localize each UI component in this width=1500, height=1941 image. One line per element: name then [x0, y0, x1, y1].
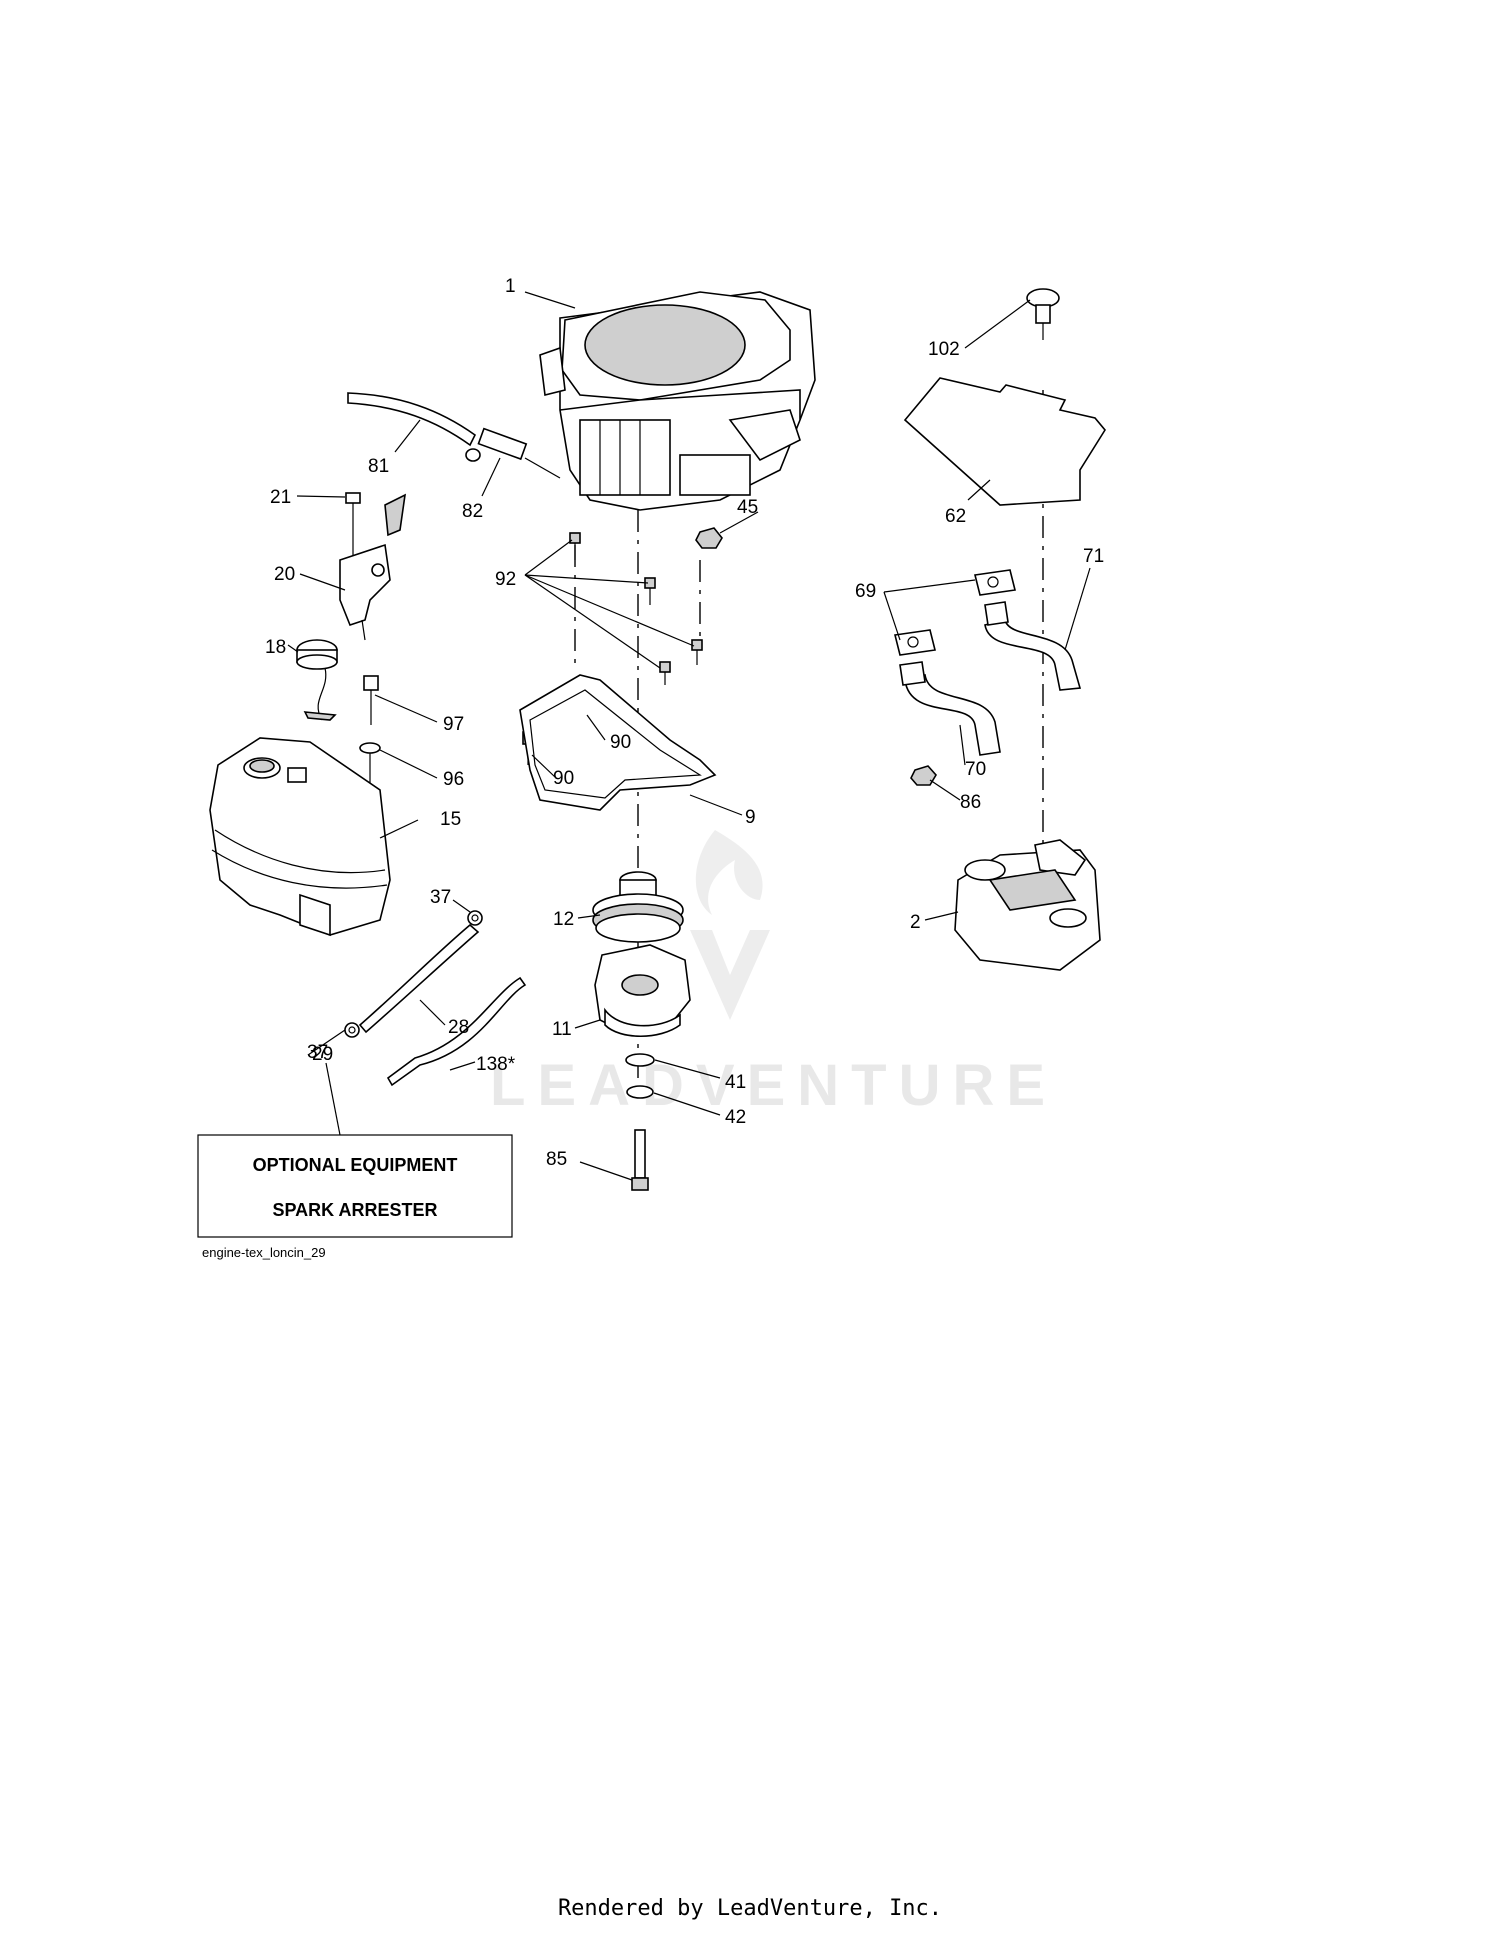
washer-41-part [625, 1053, 655, 1067]
figure-id: engine-tex_loncin_29 [202, 1245, 326, 1260]
callout-96: 96 [443, 769, 464, 790]
screw-21-part [345, 492, 361, 560]
bracket-frame-part [519, 674, 717, 811]
callout-69: 69 [855, 581, 876, 602]
engine-part [539, 291, 816, 511]
clutch-part [594, 944, 691, 1038]
callout-41: 41 [725, 1072, 746, 1093]
nut-45-part [695, 527, 723, 549]
optional-box-line1: OPTIONAL EQUIPMENT [253, 1155, 458, 1175]
bolt-85-part [631, 1129, 649, 1191]
nut-86-part [910, 765, 937, 786]
callout-15: 15 [440, 809, 461, 830]
optional-equipment-box: OPTIONAL EQUIPMENT SPARK ARRESTER [197, 1134, 513, 1238]
callout-2: 2 [910, 912, 921, 933]
callouts: 1 102 81 82 21 20 45 92 62 69 71 18 97 9… [265, 276, 1104, 1170]
watermark-text: LEADVENTURE [490, 1053, 1057, 1118]
pulley-part [592, 871, 684, 943]
exhaust-pipe-70-part [899, 661, 1001, 756]
exhaust-pipe-71-part [984, 601, 1082, 691]
callout-45: 45 [737, 497, 758, 518]
leader-lines [287, 291, 1091, 1181]
callout-20: 20 [274, 564, 295, 585]
callout-70: 70 [965, 759, 986, 780]
screw-97-part [363, 675, 379, 725]
fuel-filter-part [465, 427, 561, 479]
heat-shield-part [903, 377, 1106, 506]
fuel-line-28-part [358, 923, 480, 1034]
washer-42-part [626, 1085, 654, 1099]
line-138-part [386, 976, 527, 1087]
callout-97: 97 [443, 714, 464, 735]
watermark: LEADVENTURE [490, 830, 1057, 1118]
callout-9: 9 [745, 807, 756, 828]
clamp-37a-part [467, 910, 483, 926]
footer-credit: Rendered by LeadVenture, Inc. [557, 1896, 943, 1921]
callout-92: 92 [495, 569, 516, 590]
callout-62: 62 [945, 506, 966, 527]
callout-42: 42 [725, 1107, 746, 1128]
fuel-hose-part [347, 392, 477, 447]
callout-102: 102 [928, 339, 960, 360]
callout-28: 28 [448, 1017, 469, 1038]
callout-138: 138* [476, 1054, 516, 1075]
callout-37b: 37 [307, 1042, 328, 1063]
throttle-control-part [339, 493, 407, 641]
clamp-37b-part [344, 1022, 360, 1038]
callout-90a: 90 [610, 732, 631, 753]
gaskets-69-part [894, 569, 1016, 656]
callout-37a: 37 [430, 887, 451, 908]
knob-part [1026, 288, 1060, 340]
muffler-part [954, 839, 1101, 971]
callout-29: 29 [312, 1044, 333, 1065]
callout-86: 86 [960, 792, 981, 813]
callout-18: 18 [265, 637, 286, 658]
callout-1: 1 [505, 276, 516, 297]
optional-box-line2: SPARK ARRESTER [272, 1200, 437, 1220]
fuel-cap-part [296, 639, 338, 721]
callout-81: 81 [368, 456, 389, 477]
callout-21: 21 [270, 487, 291, 508]
fuel-tank-part [209, 737, 391, 937]
callout-12: 12 [553, 909, 574, 930]
callout-90b: 90 [553, 768, 574, 789]
callout-85: 85 [546, 1149, 567, 1170]
bolts-92-part [569, 532, 703, 685]
callout-11: 11 [552, 1019, 572, 1040]
callout-71: 71 [1083, 546, 1104, 567]
callout-82: 82 [462, 501, 483, 522]
